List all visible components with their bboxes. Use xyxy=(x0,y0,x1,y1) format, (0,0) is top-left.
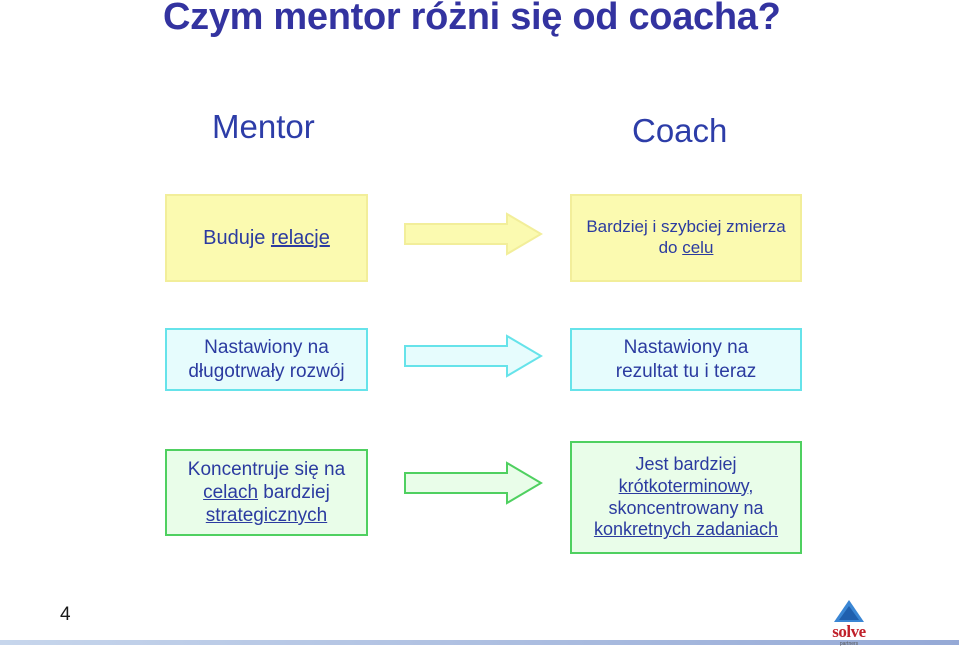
arrow-right-icon xyxy=(404,212,543,256)
arrow-right-icon xyxy=(404,334,543,378)
coach-box-goal: Bardziej i szybciej zmierza do celu xyxy=(570,194,802,282)
mentor-column-header: Mentor xyxy=(212,108,315,145)
solve-logo-icon xyxy=(834,600,864,622)
coach-box-1-text: do xyxy=(658,238,683,257)
coach-box-1-underlined: celu xyxy=(682,238,714,257)
arrow-right-icon xyxy=(404,461,543,505)
mentor-box-3-line1: Koncentruje się na xyxy=(187,458,346,480)
coach-box-3-comma: , xyxy=(748,475,754,496)
coach-box-1-line1: Bardziej i szybciej zmierza xyxy=(586,217,786,237)
coach-column-header: Coach xyxy=(632,112,728,149)
coach-box-3-line3: skoncentrowany na xyxy=(608,497,764,518)
mentor-box-strategic: Koncentruje się na celach bardziej strat… xyxy=(165,449,368,536)
page-number: 4 xyxy=(60,604,71,625)
coach-box-3-underlined: krótkoterminowy xyxy=(618,475,749,496)
mentor-box-3-line3: strategicznych xyxy=(205,505,328,527)
footer-bar xyxy=(0,640,959,645)
coach-box-3-line4: konkretnych zadaniach xyxy=(593,519,779,540)
logo-text: solve xyxy=(832,622,866,641)
coach-box-2-line1: Nastawiony na xyxy=(623,337,749,359)
mentor-box-2-line2: długotrwały rozwój xyxy=(188,360,345,382)
mentor-box-3-text: bardziej xyxy=(258,481,330,503)
mentor-box-2-line1: Nastawiony na xyxy=(204,337,329,359)
slide-title: Czym mentor różni się od coacha? xyxy=(163,0,781,38)
coach-box-2-line2: rezultat tu i teraz xyxy=(615,360,757,382)
mentor-box-long-term: Nastawiony na długotrwały rozwój xyxy=(165,328,368,391)
logo-subtext: partners xyxy=(839,641,859,647)
coach-box-3-line1: Jest bardziej xyxy=(635,453,737,474)
mentor-box-relationships: Buduje relacje xyxy=(165,194,368,282)
mentor-box-3-underlined: celach xyxy=(203,481,259,503)
coach-box-short-term: Jest bardziej krótkoterminowy, skoncentr… xyxy=(570,441,802,554)
mentor-box-1-text: Buduje xyxy=(203,226,271,249)
coach-box-results: Nastawiony na rezultat tu i teraz xyxy=(570,328,802,391)
mentor-box-1-underlined: relacje xyxy=(270,226,330,249)
